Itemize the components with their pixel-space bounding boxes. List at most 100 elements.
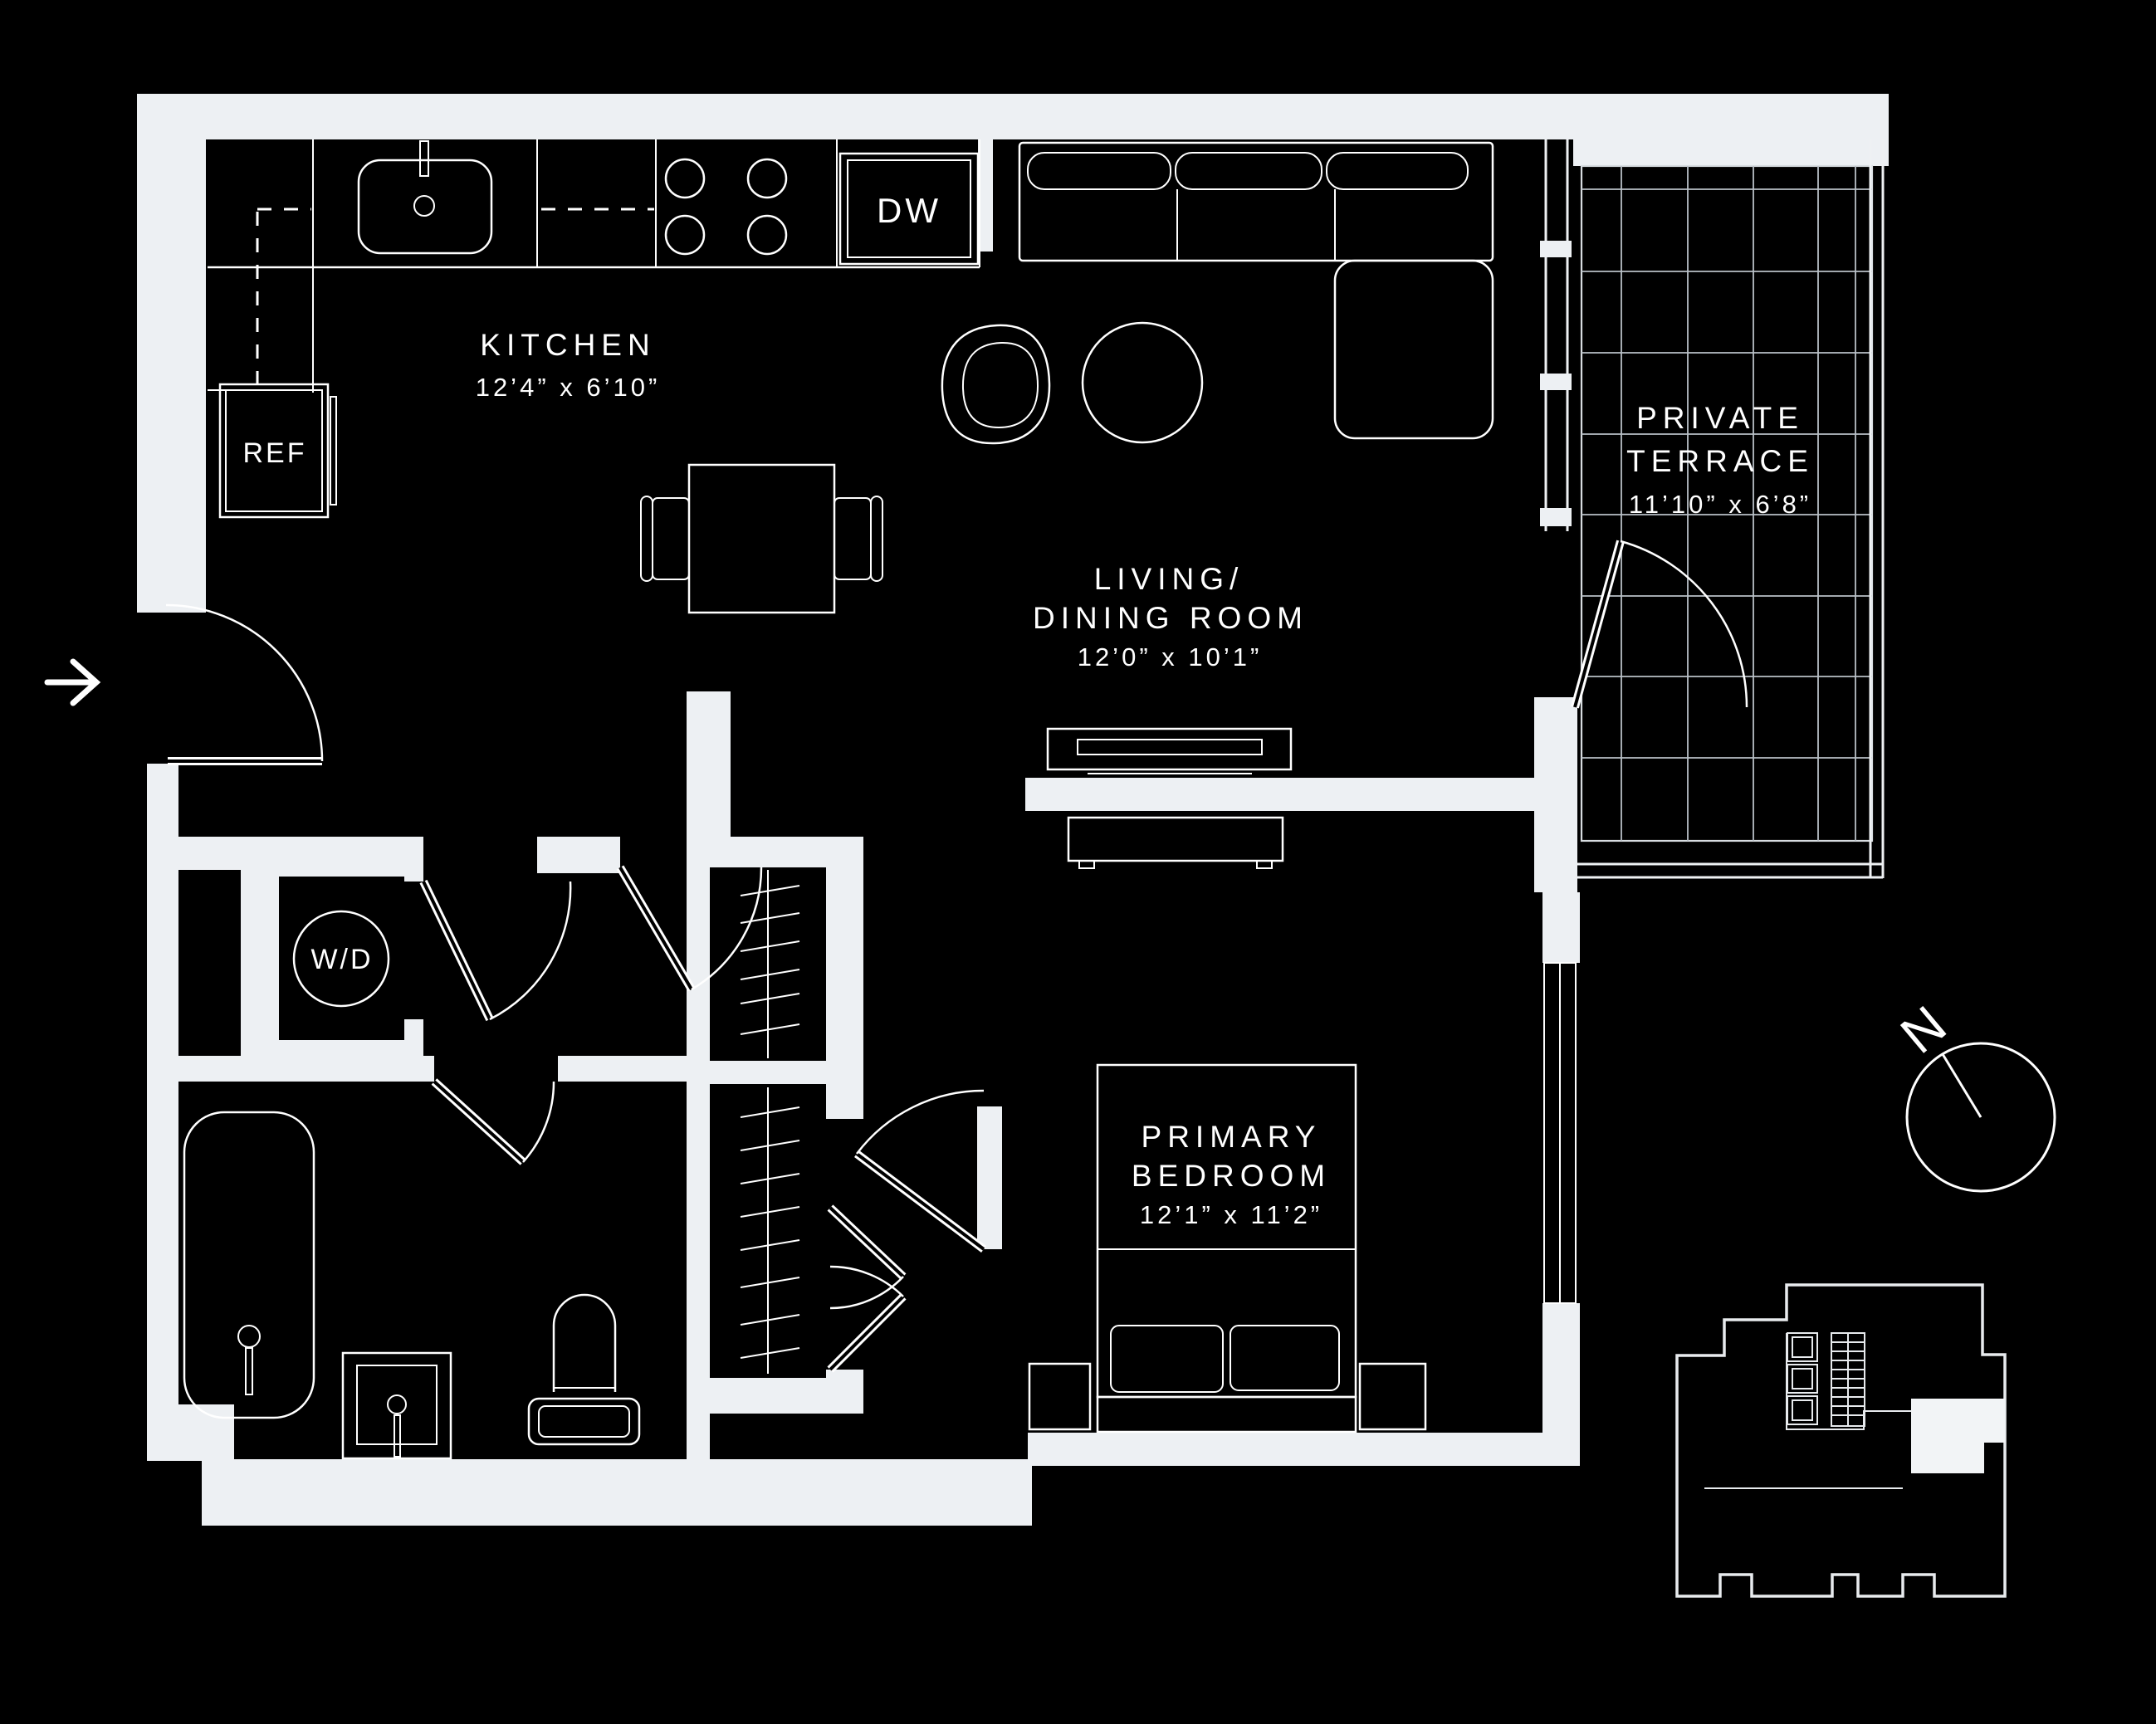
toilet-tank: [527, 1397, 641, 1446]
wall-frenchdoor-jamb-bottom: [826, 1370, 863, 1414]
bedroom-dims: 12’1” x 11’2”: [1140, 1200, 1322, 1229]
living-dining: LIVING/ DINING ROOM 12’0” x 10’1”: [640, 141, 1494, 774]
tv-screen: [1077, 739, 1263, 755]
wall-living-bedroom: [1025, 778, 1544, 811]
toilet: [527, 1293, 641, 1446]
burner: [664, 158, 706, 199]
wall-frenchdoor-jamb-top: [826, 1084, 863, 1119]
wall-hall-band-stub: [537, 837, 620, 873]
bathroom: [183, 1078, 641, 1460]
bed: [1096, 1063, 1357, 1433]
bathroom-door-swing: [522, 1081, 555, 1163]
north-label: N: [1890, 994, 1958, 1065]
wall-hall-stub: [687, 691, 731, 837]
key-plan-core-wall: [1786, 1333, 1911, 1430]
bed-headboard: [1096, 1395, 1357, 1433]
refrigerator-inner: [225, 389, 323, 512]
vanity-faucet-stem: [394, 1414, 401, 1458]
bedroom-door: [853, 1089, 987, 1253]
key-plan-outline: [1675, 1283, 2007, 1598]
terrace-window-wall: [1540, 139, 1572, 531]
dishwasher-outline: [838, 152, 980, 266]
wall-closet-right-jamb: [826, 867, 863, 1061]
entry: [44, 603, 324, 765]
dresser-foot: [1078, 860, 1095, 869]
sofa: [1018, 141, 1494, 440]
washer-dryer: W/D: [279, 877, 572, 1040]
kitchen-name: KITCHEN: [480, 328, 655, 362]
wall-bed-right-lower: [1542, 1303, 1580, 1466]
terrace-label: PRIVATE TERRACE 11’10” x 6’8”: [1626, 401, 1811, 519]
terrace-door: [1571, 540, 1748, 709]
round-chair: [1081, 321, 1204, 444]
bedroom-label: PRIMARY BEDROOM 12’1” x 11’2”: [1132, 1120, 1331, 1229]
sink-faucet: [419, 140, 429, 177]
kitchen-sink: [357, 140, 493, 255]
burner: [746, 214, 788, 256]
wall-corner-bl: [147, 1404, 234, 1461]
bedroom-door-swing: [856, 1089, 985, 1155]
wall-bath-top-right: [558, 1056, 710, 1082]
bed-pillow: [1110, 1325, 1224, 1393]
dining-chair-left-seat: [652, 497, 690, 580]
key-plan-elevators: [1787, 1332, 1818, 1425]
dining-chair-right-back: [870, 496, 883, 582]
sofa-back-cushion: [1326, 152, 1469, 190]
closet-french-doors: [827, 1204, 907, 1373]
tub-faucet: [237, 1325, 261, 1348]
tv-console: [1046, 727, 1293, 774]
dining-table: [640, 463, 883, 614]
terrace-name-1: PRIVATE: [1636, 401, 1804, 435]
refrigerator-door: [330, 396, 337, 505]
stove-burners: [664, 158, 788, 256]
living-name-2: DINING ROOM: [1033, 601, 1308, 635]
window-mullion: [1540, 241, 1572, 257]
dishwasher-inner: [847, 159, 971, 258]
terrace-dims: 11’10” x 6’8”: [1629, 490, 1811, 519]
refrigerator: REF: [218, 383, 337, 519]
key-plan-stair: [1831, 1332, 1865, 1427]
living-dims: 12’0” x 10’1”: [1078, 642, 1263, 672]
burner: [664, 214, 706, 256]
primary-bedroom: PRIMARY BEDROOM 12’1” x 11’2”: [853, 816, 1577, 1433]
dresser-foot: [1256, 860, 1273, 869]
lounge-chair: [941, 324, 1051, 445]
bathtub: [183, 1111, 339, 1447]
key-plan: [1675, 1283, 2007, 1598]
wall-bedroom-door-stub: [977, 1106, 1002, 1249]
wall-wd-jamb-top: [404, 837, 423, 882]
nightstand-left: [1028, 1362, 1092, 1431]
wall-bath-top-left: [160, 1056, 434, 1082]
dining-chair-left-back: [640, 496, 653, 582]
wall-bottom-bath: [202, 1459, 1032, 1526]
hall-closets: W/D: [279, 865, 907, 1374]
kitchen-dims: 12’4” x 6’10”: [476, 373, 661, 402]
sofa-back-cushion: [1027, 152, 1171, 190]
dresser: [1067, 816, 1284, 869]
terrace-railing: [1573, 139, 1885, 879]
dishwasher-label: DW: [877, 191, 941, 230]
living-dining-label: LIVING/ DINING ROOM 12’0” x 10’1”: [1033, 562, 1308, 672]
wd-closet-floor: [279, 877, 404, 1040]
kitchen: DW REF KITCHEN 12’4” x 6’10”: [208, 139, 980, 519]
vanity-faucet: [387, 1394, 407, 1414]
wd-drum: [292, 910, 390, 1008]
wall-left-lower: [147, 764, 178, 1419]
entry-door: [165, 603, 324, 765]
refrigerator-outline: [218, 383, 330, 519]
bedroom-name-2: BEDROOM: [1132, 1159, 1331, 1193]
terrace-grid: [1580, 164, 1874, 842]
refrigerator-label: REF: [243, 437, 307, 469]
wall-closet-left-jamb: [687, 837, 710, 1459]
private-terrace: PRIVATE TERRACE 11’10” x 6’8”: [1540, 139, 1885, 879]
key-plan-unit-highlight: [1911, 1399, 2005, 1473]
sofa-back-cushion: [1175, 152, 1322, 190]
terrace-door-swing: [1620, 540, 1748, 708]
wall-bottom-bedroom: [1028, 1433, 1580, 1466]
north-arrow-icon: N: [1890, 994, 2056, 1193]
wall-closet-divider: [710, 1061, 863, 1084]
bathroom-door: [431, 1078, 555, 1165]
dining-chair-right-seat: [834, 497, 872, 580]
sofa-chaise: [1333, 259, 1494, 440]
